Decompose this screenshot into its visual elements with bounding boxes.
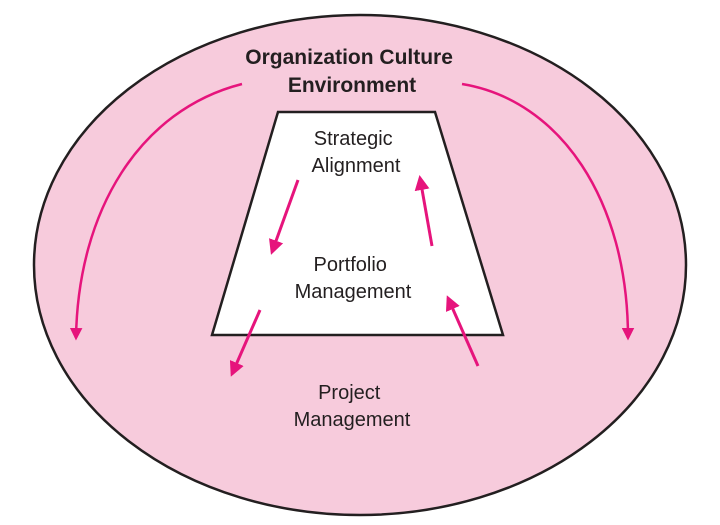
- portfolio-management-line-2: Management: [295, 281, 412, 303]
- title-line-1: Organization Culture: [245, 46, 453, 69]
- right-curved-arrow: [461, 82, 635, 341]
- portfolio-trapezoid: [210, 110, 505, 337]
- project-management-label: Project Management: [294, 382, 411, 431]
- portfolio-to-strategy-arrow: [414, 175, 434, 247]
- project-to-portfolio-arrow: [445, 295, 480, 367]
- strategy-to-portfolio-arrow: [269, 179, 300, 255]
- strategic-alignment-line-2: Alignment: [312, 155, 401, 177]
- strategic-alignment-line-1: Strategic: [314, 128, 393, 150]
- project-management-line-2: Management: [294, 409, 411, 431]
- left-curved-arrow: [69, 82, 243, 341]
- title-line-2: Environment: [288, 74, 416, 97]
- strategic-alignment-label: Strategic Alignment: [312, 128, 401, 177]
- portfolio-management-label: Portfolio Management: [295, 254, 412, 303]
- portfolio-management-line-1: Portfolio: [314, 254, 387, 276]
- organization-culture-title: Organization Culture Environment: [245, 46, 459, 97]
- project-management-line-1: Project: [318, 382, 381, 404]
- portfolio-to-project-arrow: [229, 309, 262, 377]
